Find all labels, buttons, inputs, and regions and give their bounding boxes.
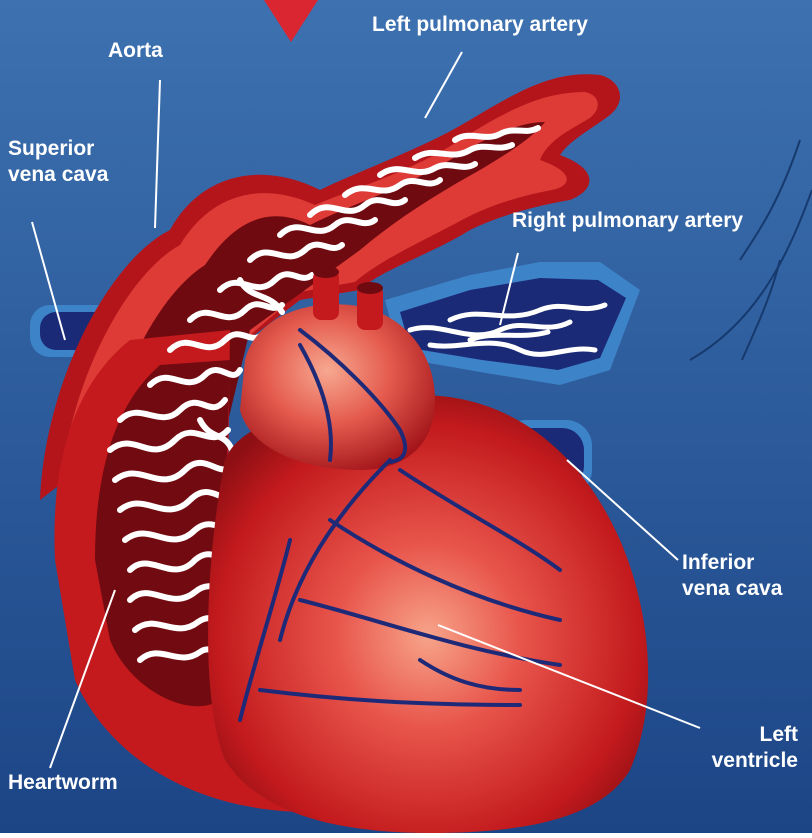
label-left-pulmonary-artery: Left pulmonary artery [372,12,588,38]
label-aorta: Aorta [108,38,163,64]
label-inferior-vena-cava: Inferior vena cava [682,550,782,602]
label-left-ventricle-line1: Left [690,722,798,748]
label-right-pulmonary-artery: Right pulmonary artery [512,208,743,234]
label-superior-vena-cava-line1: Superior [8,136,108,162]
label-inferior-vena-cava-line1: Inferior [682,550,782,576]
label-superior-vena-cava-line2: vena cava [8,162,108,188]
label-left-ventricle-line2: ventricle [690,748,798,774]
label-left-ventricle: Left ventricle [690,722,798,774]
label-heartworm: Heartworm [8,770,118,796]
label-superior-vena-cava: Superior vena cava [8,136,108,188]
label-inferior-vena-cava-line2: vena cava [682,576,782,602]
